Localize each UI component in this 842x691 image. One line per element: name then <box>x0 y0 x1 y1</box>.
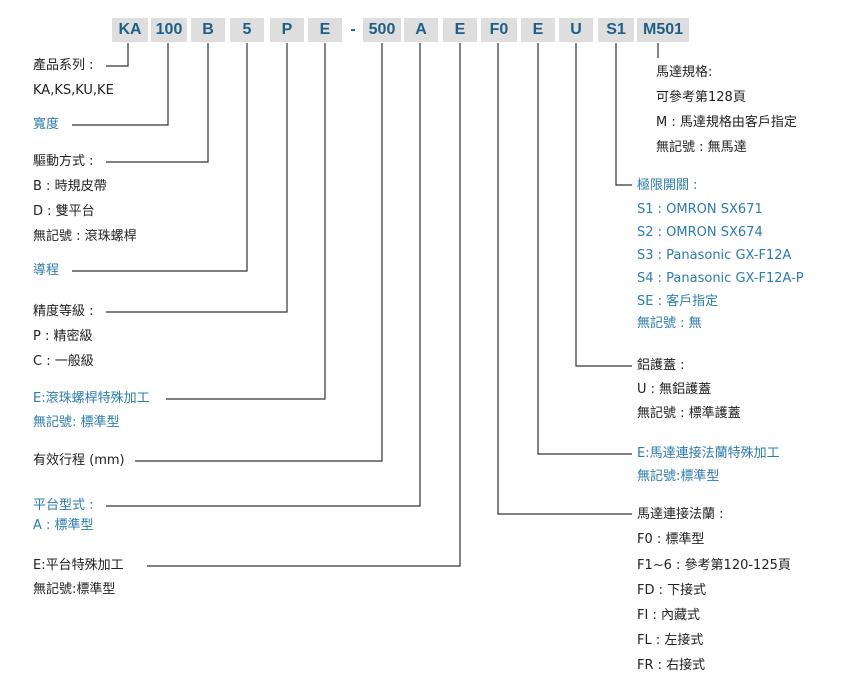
code-limit: S1 <box>598 18 634 42</box>
limit-opt-none: 無記號 : 無 <box>637 316 702 331</box>
ballscrew-opt: 無記號: 標準型 <box>33 415 120 430</box>
drive-title: 驅動方式 : <box>33 154 94 169</box>
connector-ballscrew <box>166 43 326 400</box>
code-table: A <box>404 18 438 42</box>
drive-opt-b: B : 時規皮帶 <box>33 179 107 194</box>
code-flange-special: E <box>521 18 555 42</box>
flange-opt-f0: F0 : 標準型 <box>637 532 705 547</box>
cover-opt-u: U : 無鋁護蓋 <box>637 382 712 397</box>
series-title: 產品系列 : <box>33 58 94 73</box>
precision-opt-p: P : 精密級 <box>33 329 93 344</box>
lead-title: 導程 <box>33 263 60 278</box>
motor-title: 馬達規格: <box>656 65 713 80</box>
code-motor: M501 <box>637 18 689 42</box>
limit-opt-s2: S2 : OMRON SX674 <box>637 225 763 240</box>
code-series: KA <box>112 18 148 42</box>
motor-opt-none: 無記號 : 無馬達 <box>656 140 747 155</box>
motor-opt-m: M : 馬達規格由客戶指定 <box>656 115 797 130</box>
series-values: KA,KS,KU,KE <box>33 83 114 98</box>
flange-opt-f1-6: F1~6 : 參考第120-125頁 <box>637 558 791 573</box>
connector-lead <box>72 43 248 272</box>
cover-title: 鋁護蓋 : <box>637 358 685 373</box>
cover-opt-none: 無記號 : 標準護蓋 <box>637 406 741 421</box>
drive-opt-d: D : 雙平台 <box>33 204 95 219</box>
code-lead: 5 <box>230 18 264 42</box>
connector-table-special <box>147 43 461 567</box>
connector-flange <box>497 43 632 515</box>
precision-opt-c: C : 一般級 <box>33 354 94 369</box>
connector-table <box>106 43 421 507</box>
limit-title: 極限開關 : <box>637 178 698 193</box>
code-precision: P <box>270 18 304 42</box>
table-special-title: E:平台特殊加工 <box>33 558 124 573</box>
flange-special-title: E:馬達連接法蘭特殊加工 <box>637 446 780 461</box>
connector-series <box>106 43 129 67</box>
connector-width <box>72 43 169 126</box>
motor-opt-page: 可參考第128頁 <box>656 90 746 105</box>
ballscrew-title: E:滾珠螺桿特殊加工 <box>33 391 150 406</box>
code-flange: F0 <box>481 18 517 42</box>
flange-opt-fd: FD : 下接式 <box>637 583 707 598</box>
flange-opt-fi: FI : 內藏式 <box>637 608 700 623</box>
limit-opt-s3: S3 : Panasonic GX-F12A <box>637 248 792 263</box>
limit-opt-s4: S4 : Panasonic GX-F12A-P <box>637 271 804 286</box>
code-width: 100 <box>151 18 187 42</box>
code-ballscrew: E <box>308 18 342 42</box>
stroke-title: 有效行程 (mm) <box>33 453 125 468</box>
connector-flange-special <box>537 43 632 455</box>
connector-limit <box>615 43 632 186</box>
connector-precision <box>106 43 288 313</box>
precision-title: 精度等級 : <box>33 304 94 319</box>
flange-title: 馬達連接法蘭 : <box>637 507 724 522</box>
table-opt-a: A : 標準型 <box>33 518 94 533</box>
table-special-opt: 無記號:標準型 <box>33 582 116 597</box>
flange-special-opt: 無記號:標準型 <box>637 469 720 484</box>
flange-opt-fl: FL : 左接式 <box>637 633 704 648</box>
width-title: 寬度 <box>33 117 60 132</box>
connector-drive <box>106 43 209 163</box>
code-stroke: 500 <box>363 18 401 42</box>
limit-opt-se: SE : 客戶指定 <box>637 294 719 309</box>
code-table-special: E <box>443 18 477 42</box>
connector-cover <box>575 43 632 367</box>
code-dash: - <box>350 21 356 38</box>
code-drive: B <box>191 18 225 42</box>
flange-opt-fr: FR : 右接式 <box>637 658 706 673</box>
code-cover: U <box>559 18 593 42</box>
limit-opt-s1: S1 : OMRON SX671 <box>637 202 763 217</box>
drive-opt-none: 無記號 : 滾珠螺桿 <box>33 229 137 244</box>
table-title: 平台型式 : <box>33 498 94 513</box>
connector-stroke <box>135 43 383 462</box>
